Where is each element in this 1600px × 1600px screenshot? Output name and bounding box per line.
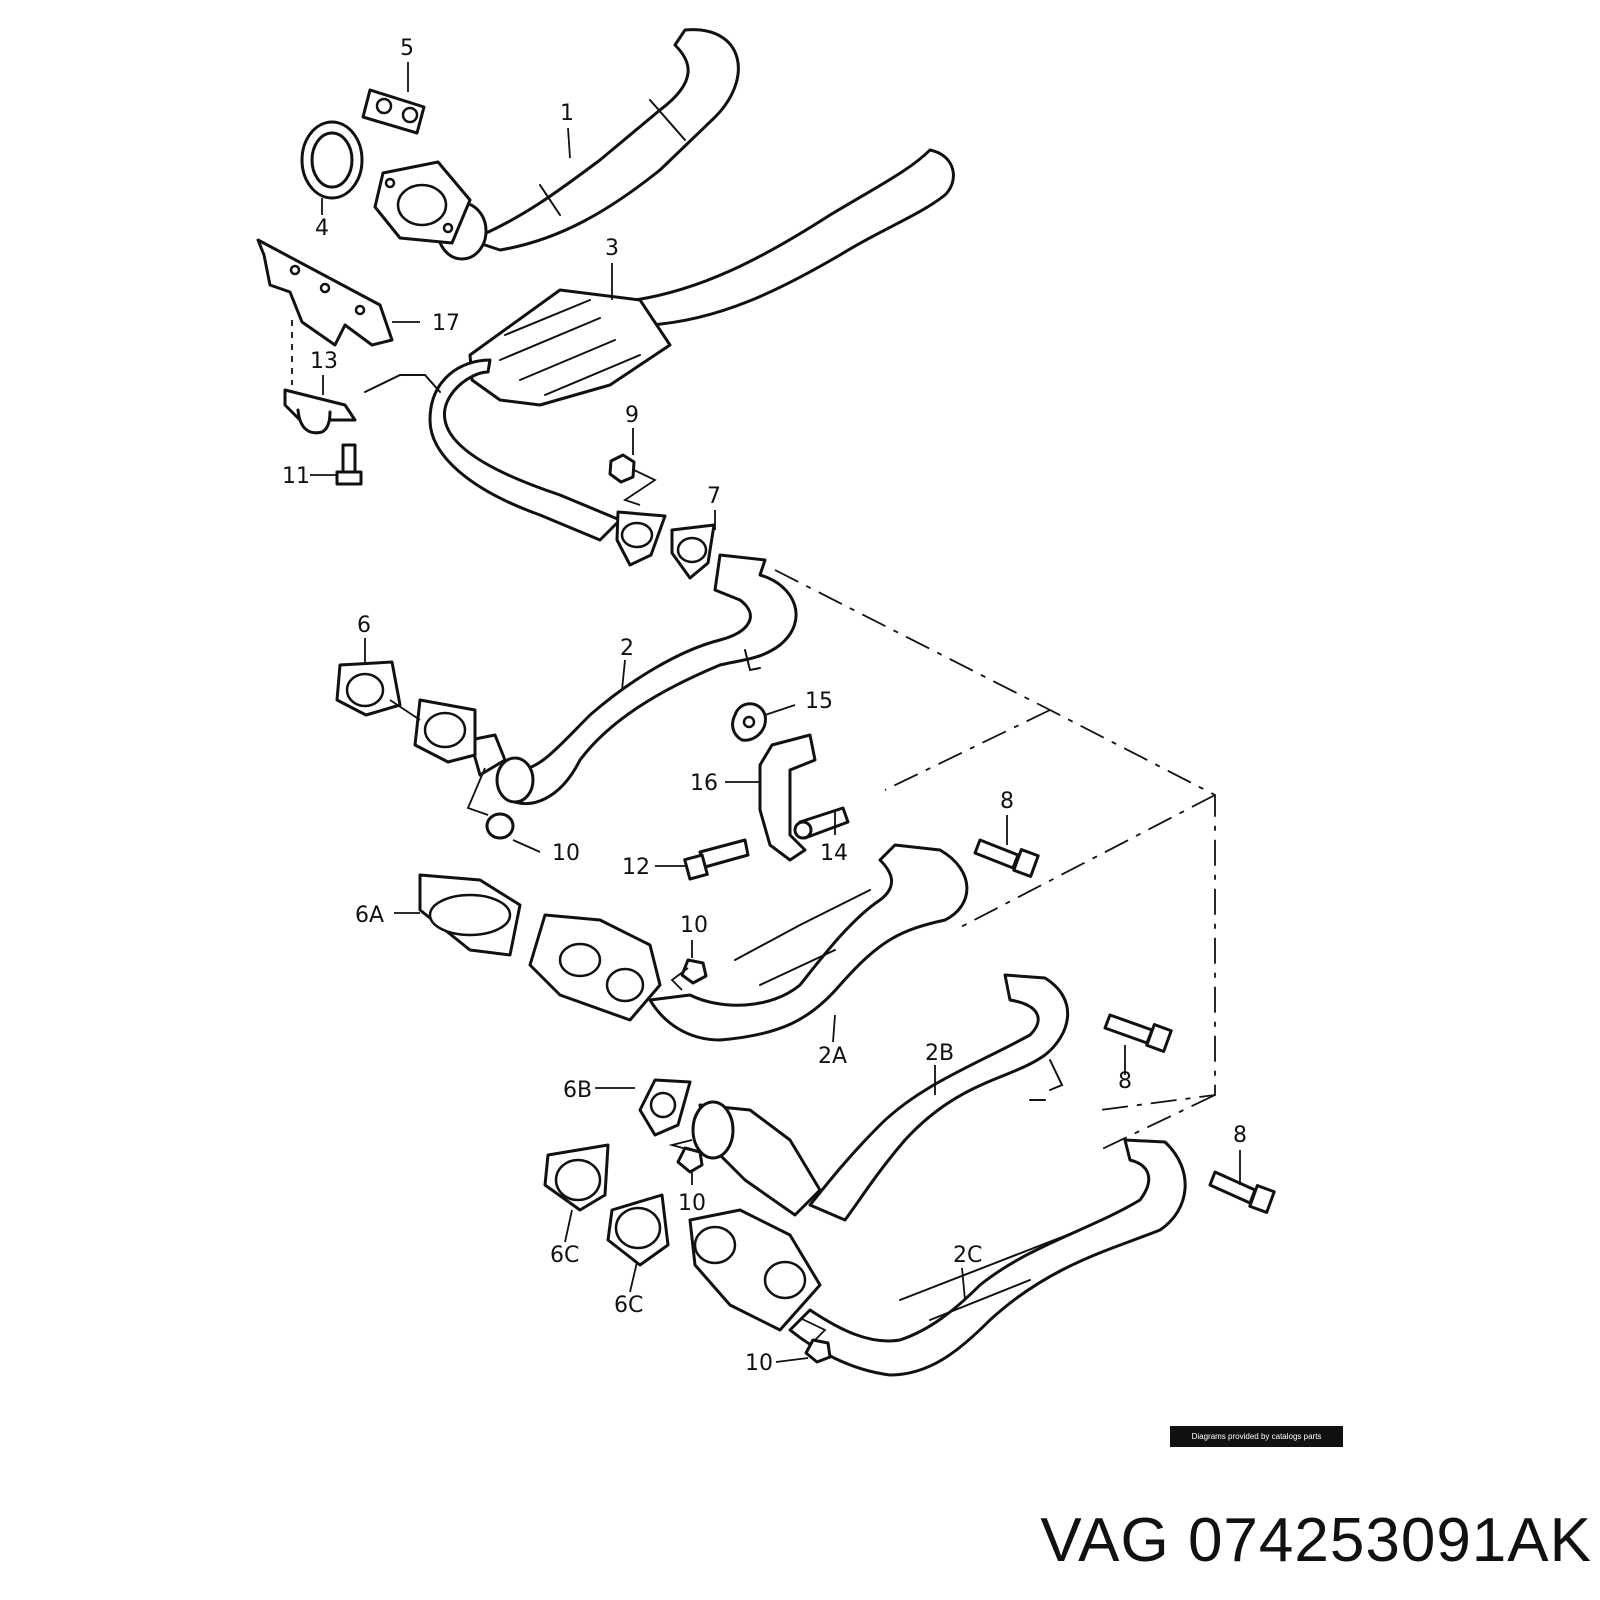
sealing-ring-part-4 xyxy=(300,120,364,200)
callout-7: 7 xyxy=(707,484,721,509)
hanger-part-13 xyxy=(283,320,441,435)
callout-8-lower: 8 xyxy=(1233,1123,1247,1148)
callout-17: 17 xyxy=(432,311,460,336)
callout-10-bottom: 10 xyxy=(745,1351,773,1376)
callout-15: 15 xyxy=(805,689,833,714)
callout-10-upper: 10 xyxy=(552,841,580,866)
catalytic-converter-part-3 xyxy=(428,148,955,542)
bracket-part-17 xyxy=(256,238,420,347)
front-pipe-part-1 xyxy=(373,28,740,261)
callout-6C-right: 6C xyxy=(614,1293,643,1318)
bolt-part-11 xyxy=(335,443,363,486)
callout-6B: 6B xyxy=(563,1078,592,1103)
callout-8-middle: 8 xyxy=(1118,1069,1132,1094)
front-pipe-part-2 xyxy=(468,553,798,806)
bolts-part-8 xyxy=(973,838,1276,1214)
catalytic-pipe-part-2A xyxy=(418,843,969,1042)
callout-2B: 2B xyxy=(925,1041,954,1066)
catalytic-pipe-part-2B xyxy=(638,973,1070,1222)
callout-2A: 2A xyxy=(818,1044,847,1069)
callout-9: 9 xyxy=(625,403,639,428)
callout-3: 3 xyxy=(605,236,619,261)
callout-6: 6 xyxy=(357,613,371,638)
callout-6A: 6A xyxy=(355,903,384,928)
callout-10-lower-middle: 10 xyxy=(678,1191,706,1216)
nut-part-9 xyxy=(608,453,657,506)
mount-assembly-parts-12-16 xyxy=(683,702,850,881)
callout-13: 13 xyxy=(310,349,338,374)
diagram-credit-badge: Diagrams provided by catalogs parts xyxy=(1170,1426,1343,1447)
callout-2C: 2C xyxy=(953,1243,982,1268)
callout-11: 11 xyxy=(282,464,310,489)
callout-6C-left: 6C xyxy=(550,1243,579,1268)
clamp-part-5 xyxy=(361,88,426,135)
flange-gasket-part-6 xyxy=(335,660,477,764)
nut-part-10-upper xyxy=(466,767,515,840)
callout-4: 4 xyxy=(315,216,329,241)
callout-14: 14 xyxy=(820,841,848,866)
assembly-boundary xyxy=(774,569,1216,1151)
callout-12: 12 xyxy=(622,855,650,880)
callout-1: 1 xyxy=(560,101,574,126)
callout-10-middle: 10 xyxy=(680,913,708,938)
nuts-part-10 xyxy=(668,958,832,1364)
callout-labels: 5 1 4 3 17 13 11 9 7 6 2 15 16 8 10 12 1… xyxy=(282,36,1247,1376)
callout-16: 16 xyxy=(690,771,718,796)
diagram-credit-text: Diagrams provided by catalogs parts xyxy=(1191,1432,1322,1441)
callout-leader-lines xyxy=(310,62,1241,1363)
callout-5: 5 xyxy=(400,36,414,61)
callout-8-upper: 8 xyxy=(1000,789,1014,814)
gasket-part-7 xyxy=(615,510,716,580)
part-number-caption: VAG 074253091AK xyxy=(1040,1506,1592,1575)
callout-2: 2 xyxy=(620,636,634,661)
